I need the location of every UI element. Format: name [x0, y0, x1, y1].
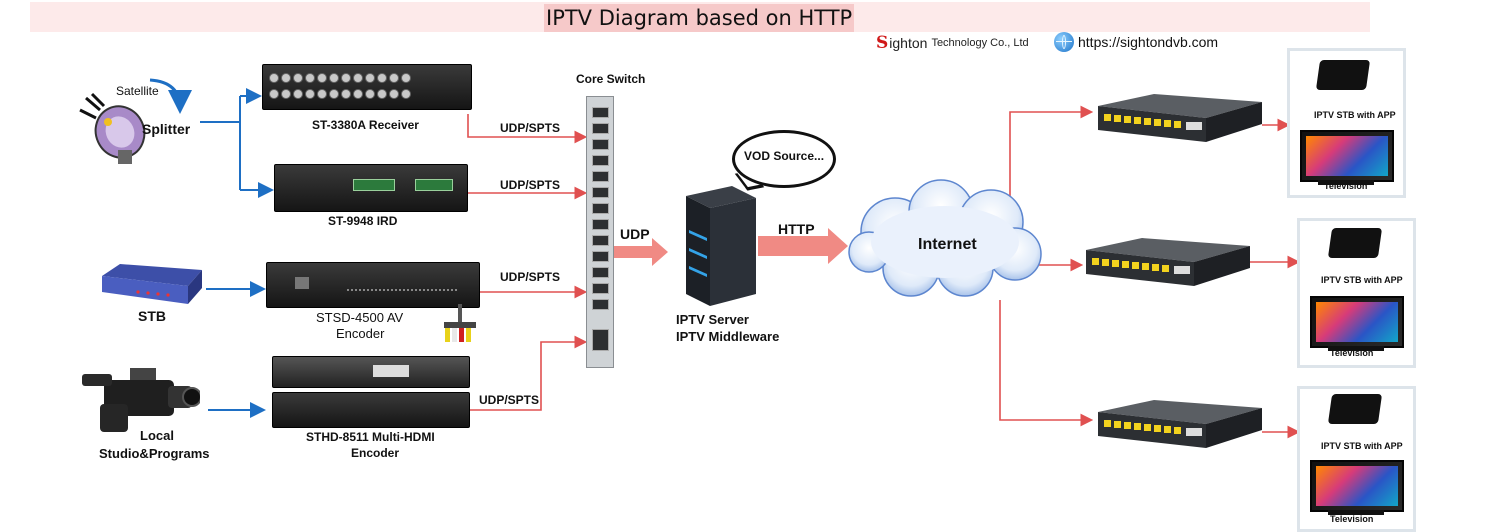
receiver-label: ST-3380A Receiver — [312, 118, 419, 132]
website-link[interactable]: https://sightondvb.com — [1054, 30, 1218, 54]
av-encoder-label-2: Encoder — [336, 326, 385, 341]
iptv-middleware-label: IPTV Middleware — [676, 329, 780, 344]
television-icon-1 — [1300, 130, 1394, 182]
client-tv-label-3: Television — [1330, 514, 1374, 524]
page-title: IPTV Diagram based on HTTP — [544, 4, 855, 32]
udp-spts-label-3: UDP/SPTS — [500, 270, 561, 284]
splitter-label: Splitter — [142, 121, 191, 137]
ird-device — [274, 164, 468, 212]
network-switch-icon-2 — [1086, 238, 1250, 286]
globe-icon — [1054, 32, 1074, 52]
client-stb-label-3: IPTV STB with APP — [1321, 441, 1403, 451]
udp-spts-label-1: UDP/SPTS — [500, 121, 561, 135]
cloud-icon — [848, 179, 1042, 297]
iptv-server-label: IPTV Server — [676, 312, 749, 327]
set-top-box-icon-2 — [1327, 228, 1383, 258]
television-icon-2 — [1310, 296, 1404, 348]
ird-label: ST-9948 IRD — [328, 214, 398, 228]
udp-big-arrow — [614, 238, 668, 266]
internet-label: Internet — [918, 236, 977, 253]
set-top-box-icon-1 — [1315, 60, 1371, 90]
udp-spts-label-4: UDP/SPTS — [479, 393, 540, 407]
receiver-device — [262, 64, 472, 110]
client-stb-label-2: IPTV STB with APP — [1321, 275, 1403, 285]
http-label: HTTP — [778, 221, 815, 237]
hdmi-encoder-label-2: Encoder — [351, 446, 400, 460]
network-switch-icon-3 — [1098, 400, 1262, 448]
av-cable-icon — [444, 304, 476, 342]
stb-label: STB — [138, 308, 166, 324]
client-tv-label-2: Television — [1330, 348, 1374, 358]
tv-stand-2 — [1328, 346, 1384, 351]
satellite-label: Satellite — [116, 84, 159, 98]
stb-source-icon — [102, 264, 202, 304]
red-line-branch-3 — [999, 300, 1094, 427]
client-tv-label-1: Television — [1324, 181, 1368, 191]
website-url[interactable]: https://sightondvb.com — [1078, 34, 1219, 50]
server-icon — [686, 186, 756, 306]
udp-spts-label-2: UDP/SPTS — [500, 178, 561, 192]
camera-icon — [82, 368, 200, 432]
television-icon-3 — [1310, 460, 1404, 512]
vod-bubble — [732, 130, 836, 188]
local-label: Local — [140, 428, 174, 443]
network-switch-icon-1 — [1098, 94, 1262, 142]
hdmi-encoder-label-1: STHD-8511 Multi-HDMI — [306, 430, 435, 444]
set-top-box-icon-3 — [1327, 394, 1383, 424]
hdmi-encoder-device — [272, 392, 470, 428]
udp-label: UDP — [620, 226, 650, 242]
brand-logo: S ighton Technology Co., Ltd — [876, 33, 1029, 53]
tv-stand-1 — [1318, 180, 1374, 185]
core-switch-label: Core Switch — [576, 72, 646, 86]
client-stb-label-1: IPTV STB with APP — [1314, 110, 1396, 120]
satellite-dish-icon — [79, 92, 146, 164]
vod-label: VOD Source... — [744, 149, 825, 163]
tv-stand-3 — [1328, 510, 1384, 515]
core-switch-device — [586, 96, 614, 368]
studio-label: Studio&Programs — [99, 446, 210, 461]
hdmi-encoder-top — [272, 356, 470, 388]
av-encoder-device — [266, 262, 480, 308]
av-encoder-label-1: STSD-4500 AV — [316, 310, 404, 325]
